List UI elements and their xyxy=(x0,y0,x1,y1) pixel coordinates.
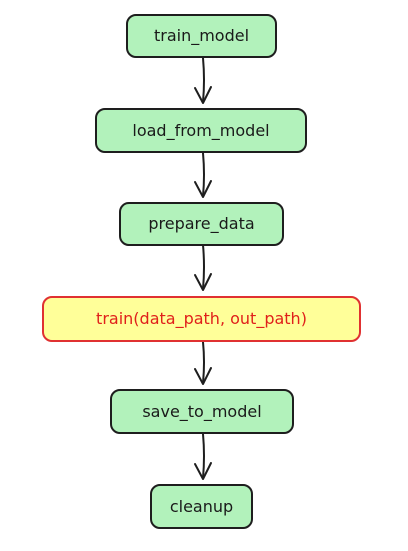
node-label-save-to-model: save_to_model xyxy=(142,402,261,422)
node-train-model[interactable]: train_model xyxy=(126,14,277,58)
node-label-load-from-model: load_from_model xyxy=(132,121,269,141)
node-cleanup[interactable]: cleanup xyxy=(150,484,253,529)
edge-load-from-model-to-prepare-data xyxy=(194,152,212,198)
edge-save-to-model-to-cleanup xyxy=(194,433,212,480)
node-label-cleanup: cleanup xyxy=(170,497,233,516)
node-label-train-model: train_model xyxy=(154,26,249,46)
node-label-prepare-data: prepare_data xyxy=(148,214,254,234)
node-train[interactable]: train(data_path, out_path) xyxy=(42,296,361,342)
edge-prepare-data-to-train xyxy=(194,244,212,291)
edge-train-model-to-load-from-model xyxy=(194,57,212,104)
node-label-train: train(data_path, out_path) xyxy=(96,309,307,329)
node-save-to-model[interactable]: save_to_model xyxy=(110,389,294,434)
node-load-from-model[interactable]: load_from_model xyxy=(95,108,307,153)
node-prepare-data[interactable]: prepare_data xyxy=(119,202,284,246)
edge-train-to-save-to-model xyxy=(194,341,212,385)
